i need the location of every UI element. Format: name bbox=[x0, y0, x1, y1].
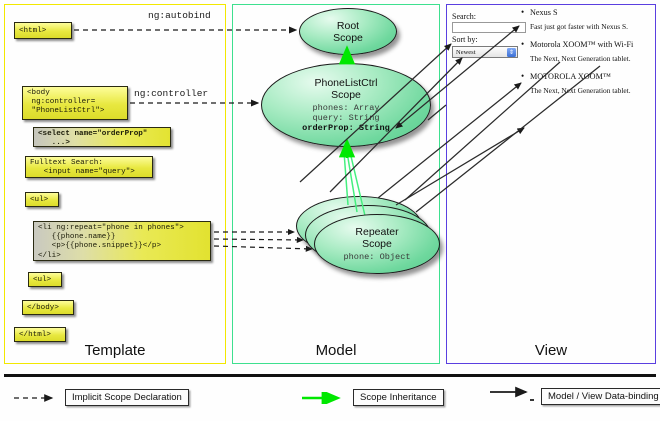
phone-name: Motorola XOOM™ with Wi-Fi bbox=[520, 39, 652, 49]
scope-root: Root Scope bbox=[299, 8, 397, 55]
scope-ctrl-props: phones: Array query: String orderProp: S… bbox=[302, 103, 390, 133]
panel-model: Model bbox=[232, 4, 440, 364]
phone-snippet: Fast just got faster with Nexus S. bbox=[530, 22, 628, 31]
list-item[interactable]: Motorola XOOM™ with Wi-Fi The Next, Next… bbox=[520, 39, 652, 63]
sort-by-select[interactable]: Newest ⇕ bbox=[452, 46, 518, 58]
panel-model-label: Model bbox=[315, 342, 357, 359]
legend-item-implicit: Implicit Scope Declaration bbox=[12, 389, 189, 406]
scope-repeater: Repeater Scope phone: Object bbox=[314, 214, 440, 274]
scope-prop: phones: Array bbox=[312, 103, 380, 113]
scope-repeater-line2: Scope bbox=[362, 238, 392, 250]
phone-list: Nexus S Fast just got faster with Nexus … bbox=[520, 7, 652, 104]
panel-view-label: View bbox=[534, 342, 568, 359]
panel-template: Template bbox=[4, 4, 226, 364]
search-label: Search: bbox=[452, 12, 476, 21]
phone-name: MOTOROLA XOOM™ bbox=[520, 71, 652, 81]
scope-ctrl-line2: Scope bbox=[331, 89, 361, 101]
list-item[interactable]: Nexus S Fast just got faster with Nexus … bbox=[520, 7, 652, 31]
dashed-arrow-icon bbox=[14, 393, 54, 402]
scope-prop: query: String bbox=[312, 113, 380, 123]
legend-label-databinding: Model / View Data-binding bbox=[541, 387, 660, 405]
code-body-open: <body ng:controller= "PhoneListCtrl"> bbox=[22, 86, 128, 120]
label-ng-controller: ng:controller bbox=[134, 88, 209, 99]
panel-template-label: Template bbox=[84, 342, 146, 359]
legend-item-databinding: Model / View Data-binding bbox=[488, 386, 660, 406]
scope-root-line1: Root bbox=[336, 19, 360, 32]
code-html-close: </html> bbox=[14, 327, 66, 342]
scope-root-line2: Scope bbox=[333, 31, 363, 44]
label-ng-autobind: ng:autobind bbox=[148, 10, 211, 21]
phone-snippet: The Next, Next Generation tablet. bbox=[530, 86, 631, 95]
code-ul-open: <ul> bbox=[25, 192, 59, 207]
phone-snippet: The Next, Next Generation tablet. bbox=[530, 54, 631, 63]
phone-name: Nexus S bbox=[520, 7, 652, 17]
code-html-open: <html> bbox=[14, 22, 72, 39]
chevron-down-icon: ⇕ bbox=[507, 48, 516, 57]
scope-repeater-props: phone: Object bbox=[343, 252, 410, 262]
code-select: <select name="orderProp" ...> bbox=[33, 127, 171, 147]
legend-label-inheritance: Scope Inheritance bbox=[353, 389, 444, 406]
legend-divider bbox=[4, 374, 656, 377]
search-input[interactable] bbox=[452, 22, 526, 33]
sort-by-selected-value: Newest bbox=[456, 48, 476, 56]
scope-prop: phone: Object bbox=[343, 252, 411, 262]
legend-item-inheritance: Scope Inheritance bbox=[300, 389, 444, 406]
scope-repeater-line1: Repeater bbox=[355, 226, 399, 238]
code-body-close: </body> bbox=[22, 300, 74, 315]
code-ul-close: <ul> bbox=[28, 272, 62, 287]
scope-phonelistctrl: PhoneListCtrl Scope phones: Array query:… bbox=[261, 63, 431, 147]
double-arrow-icon bbox=[490, 386, 534, 401]
legend: Implicit Scope Declaration Scope Inherit… bbox=[0, 384, 660, 418]
list-item[interactable]: MOTOROLA XOOM™ The Next, Next Generation… bbox=[520, 71, 652, 95]
scope-prop: orderProp: String bbox=[302, 123, 390, 133]
code-li-repeat: <li ng:repeat="phone in phones"> {{phone… bbox=[33, 221, 211, 261]
scope-ctrl-line1: PhoneListCtrl bbox=[314, 77, 378, 89]
code-fulltext-search: Fulltext Search: <input name="query"> bbox=[25, 156, 153, 178]
green-arrow-icon bbox=[302, 391, 341, 404]
legend-label-implicit: Implicit Scope Declaration bbox=[65, 389, 189, 406]
